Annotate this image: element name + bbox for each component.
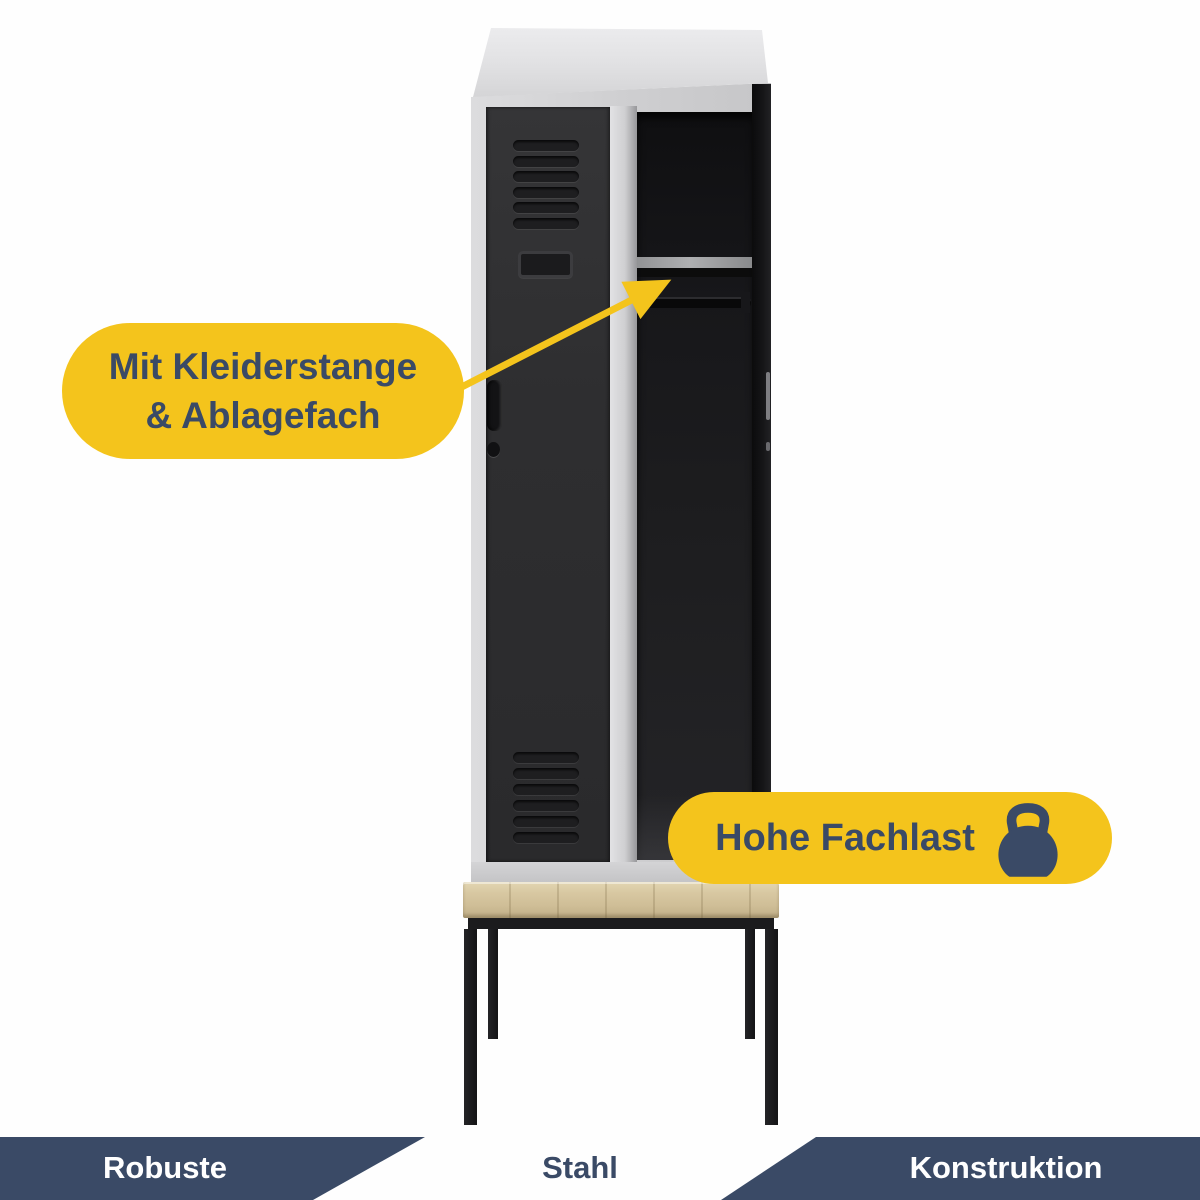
- vent-slat: [513, 202, 579, 213]
- feature-callout: Mit Kleiderstange & Ablagefach: [62, 323, 464, 459]
- vent-slat: [513, 816, 579, 827]
- vent-slat: [513, 171, 579, 182]
- kettlebell-icon: [998, 803, 1058, 877]
- locker-body: [471, 83, 771, 885]
- vent-slat: [513, 784, 579, 795]
- footer-segment-right: [721, 1137, 1200, 1200]
- storage-shelf: [637, 257, 754, 268]
- feature-callout-line2: & Ablagefach: [145, 395, 381, 436]
- lock-cylinder: [487, 442, 500, 457]
- name-plate: [518, 251, 573, 278]
- vent-slat: [513, 218, 579, 229]
- footer-label-robuste: Robuste: [103, 1150, 227, 1185]
- vent-slat: [513, 800, 579, 811]
- locker-door-open: [752, 84, 771, 881]
- door-handle: [487, 380, 502, 431]
- vent-slat: [513, 140, 579, 151]
- bench-leg: [464, 929, 477, 1125]
- vent-slat: [513, 156, 579, 167]
- vent-slat: [513, 832, 579, 843]
- vent-slat: [513, 752, 579, 763]
- rail-bracket: [741, 292, 750, 313]
- locker-divider: [610, 106, 637, 863]
- vent-slat: [513, 187, 579, 198]
- callout-arrow: [446, 279, 672, 397]
- vent-slat: [513, 768, 579, 779]
- load-callout: Hohe Fachlast: [668, 792, 1112, 884]
- clothes-rail: [641, 297, 751, 308]
- bench-leg: [765, 929, 778, 1125]
- open-door-handle: [766, 372, 770, 420]
- feature-callout-line1: Mit Kleiderstange: [108, 346, 418, 387]
- shelf-shadow: [637, 268, 754, 277]
- footer-label-konstruktion: Konstruktion: [909, 1150, 1103, 1185]
- open-door-lock: [766, 442, 770, 451]
- locker-interior: [637, 112, 754, 860]
- locker-door-closed: [486, 107, 610, 862]
- bench-leg: [488, 929, 498, 1039]
- footer-label-stahl: Stahl: [542, 1150, 618, 1185]
- load-callout-label: Hohe Fachlast: [715, 816, 975, 859]
- bench-leg: [745, 929, 755, 1039]
- bench-seat: [463, 882, 779, 918]
- bench-frame-rail: [468, 918, 774, 929]
